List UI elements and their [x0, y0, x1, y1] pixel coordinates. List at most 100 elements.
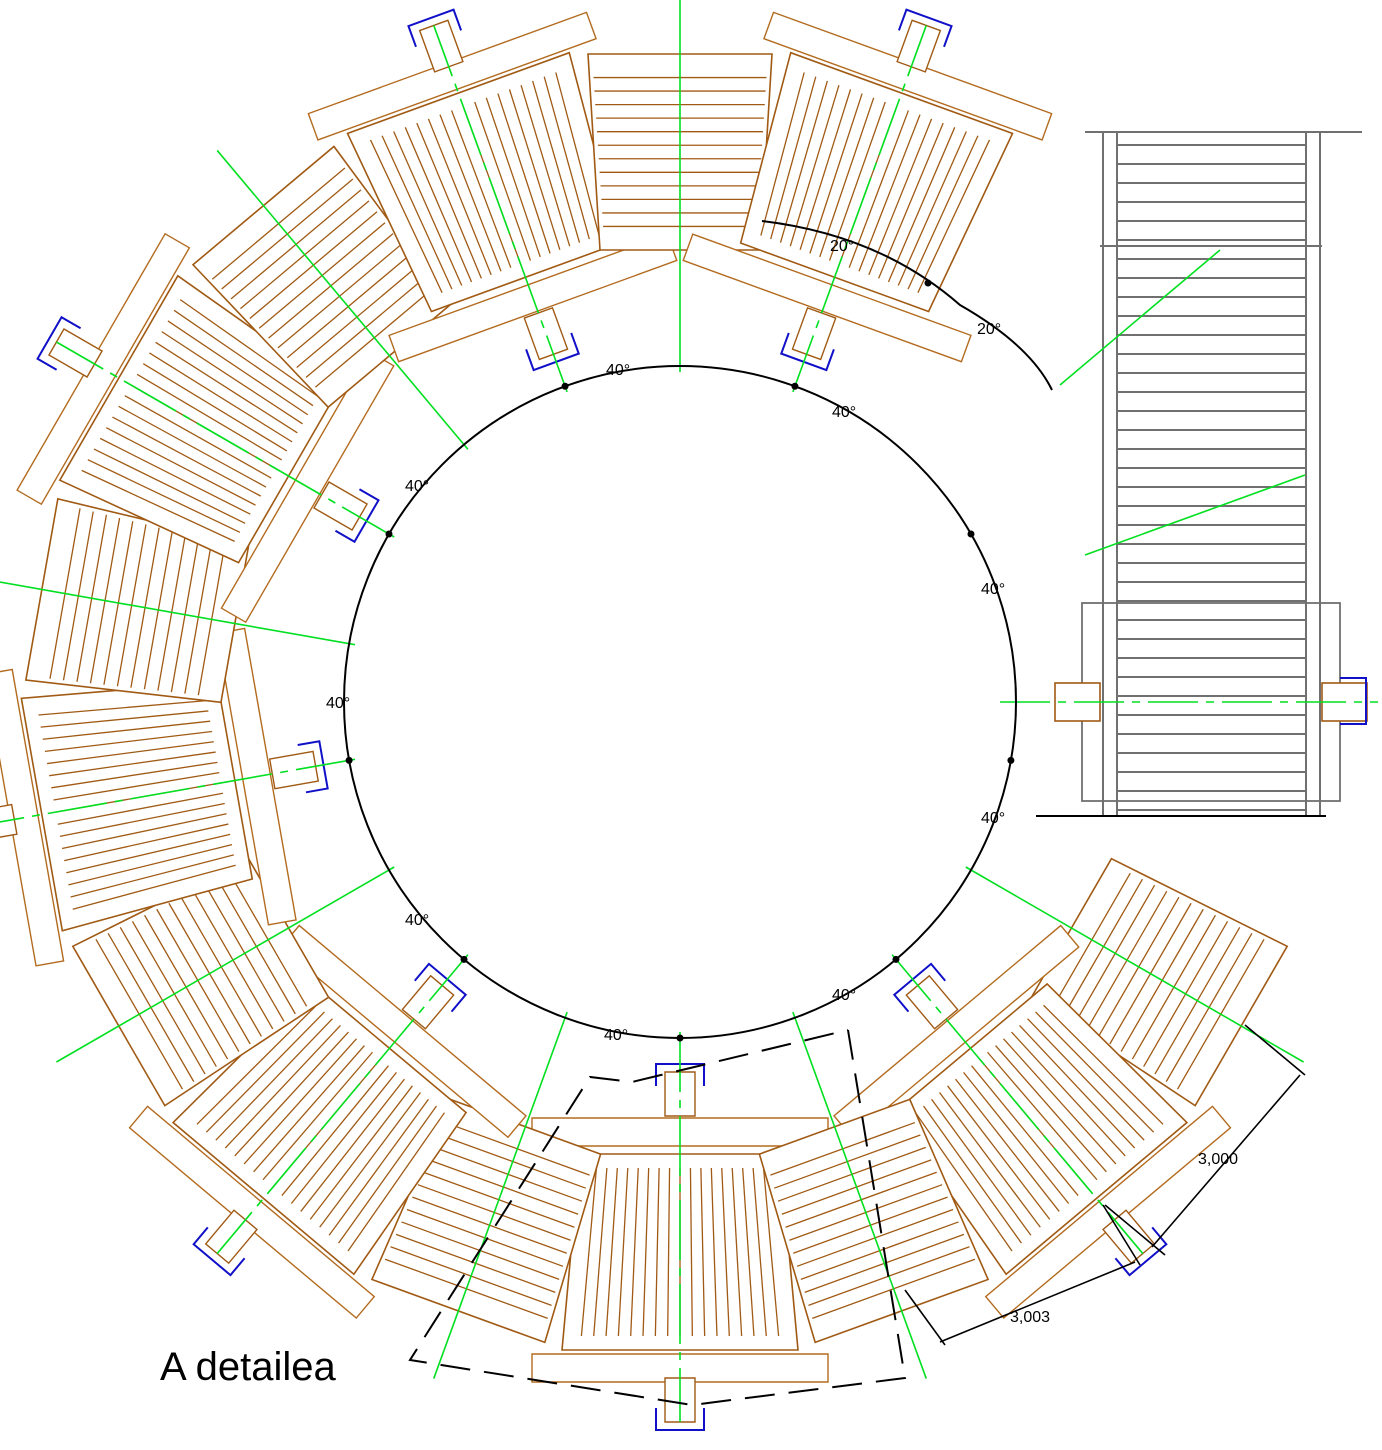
deck-plank [439, 114, 502, 272]
outer-beam [307, 11, 597, 141]
segment-frame [739, 51, 1014, 313]
angle-tick [791, 382, 799, 390]
deck-plank [38, 699, 207, 716]
deck-plank [605, 1167, 618, 1337]
deck-plank [42, 720, 211, 740]
steel-bracket [655, 1408, 705, 1431]
deck-plank [907, 135, 979, 290]
deck-plank [1027, 1018, 1145, 1141]
centre-axis [432, 25, 568, 393]
deck-plank [253, 1045, 365, 1173]
angle-tick [676, 1034, 684, 1042]
stair-diag-axis [1084, 474, 1306, 556]
centre-axis [0, 758, 356, 823]
deck-plank [49, 751, 216, 777]
deck-plank [46, 741, 214, 765]
deck-plank [630, 1167, 639, 1337]
deck-plank [700, 1167, 706, 1337]
deck-segment [587, 0, 773, 372]
deck-plank [508, 89, 561, 251]
outer-beam [0, 668, 65, 967]
angle-tick [967, 530, 975, 538]
deck-segment [758, 1011, 990, 1379]
deck-plank [81, 469, 235, 542]
deck-plank [617, 1167, 629, 1337]
deck-plank [1011, 1031, 1126, 1157]
deck-plank [53, 771, 220, 801]
centre-axis [0, 581, 356, 646]
centre-axis [56, 866, 395, 1063]
centre-axis [56, 341, 395, 538]
deck-plank [404, 127, 473, 283]
deck-plank [667, 1167, 671, 1337]
deck-plank [858, 114, 921, 272]
deck-plank [971, 1065, 1079, 1197]
deck-segment [16, 232, 395, 624]
segment-frame [346, 51, 621, 313]
angle-label: 40° [326, 695, 350, 712]
deck-plank [234, 1031, 349, 1157]
deck-segment [56, 857, 395, 1107]
post [664, 1071, 696, 1117]
deck-segment [307, 8, 678, 393]
dim-extension [1104, 1204, 1166, 1256]
segment-frame [892, 982, 1189, 1276]
deck-plank [59, 802, 225, 838]
segment-frame [171, 982, 468, 1276]
stair-section [1000, 131, 1378, 817]
angle-tick [345, 756, 353, 764]
deck-plank [215, 1018, 333, 1141]
deck-plank [689, 1167, 693, 1337]
deck-plank [328, 1098, 429, 1236]
sub-angle-label: 20° [977, 321, 1001, 338]
deck-plank [887, 127, 956, 283]
deck-plank [205, 1011, 325, 1133]
deck-plank [710, 1167, 718, 1337]
centre-axis [891, 954, 1144, 1255]
sub-angle-tick [924, 279, 932, 287]
detail-outline [408, 1029, 907, 1407]
deck-plank [427, 118, 492, 276]
deck-segment [965, 857, 1304, 1107]
deck-plank [779, 80, 828, 243]
deck-plank [105, 427, 256, 506]
deck-plank [51, 761, 218, 789]
post [791, 306, 837, 361]
deck-plank [923, 1105, 1022, 1244]
deck-plank [338, 1105, 437, 1244]
deck-plank [770, 76, 817, 240]
deck-plank [987, 1051, 1098, 1181]
angle-label: 40° [405, 478, 429, 495]
deck-plank [878, 122, 944, 279]
deck-plank [70, 854, 234, 898]
deck-plank [848, 110, 910, 268]
deck-plank [642, 1167, 650, 1337]
centre-axis [965, 866, 1304, 1063]
post [523, 306, 569, 361]
stair-bracket [1340, 677, 1367, 725]
angle-tick [385, 530, 393, 538]
deck-plank [485, 97, 541, 258]
sub-angle-arc [761, 220, 1053, 391]
deck-plank [497, 93, 551, 254]
angle-label: 40° [981, 581, 1005, 598]
deck-plank [1043, 1004, 1164, 1125]
deck-plank [789, 84, 840, 247]
angle-label: 40° [981, 810, 1005, 827]
deck-plank [381, 135, 453, 290]
deck-plank [947, 1085, 1051, 1220]
post [313, 481, 369, 531]
post [401, 974, 455, 1030]
deck-plank [809, 93, 863, 254]
deck-plank [347, 1112, 446, 1252]
angle-tick [460, 955, 468, 963]
deck-segment [191, 145, 469, 450]
segment-frame [58, 274, 340, 564]
deck-plank [868, 118, 933, 276]
deck-plank [416, 122, 482, 279]
deck-plank [99, 437, 251, 515]
deck-plank [931, 1098, 1032, 1236]
deck-plank [593, 1167, 608, 1337]
deck-segment [0, 497, 356, 704]
